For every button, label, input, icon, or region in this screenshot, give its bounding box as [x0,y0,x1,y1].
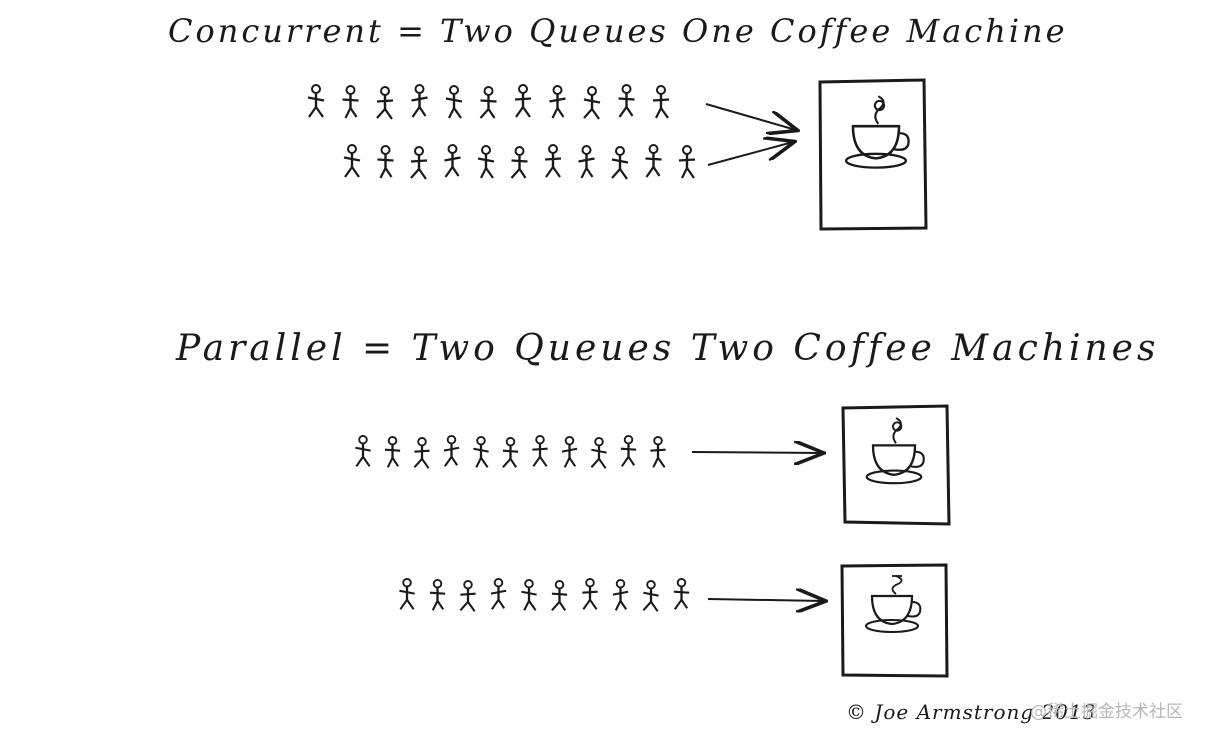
person-icon [590,436,607,469]
arrow-icon [691,452,822,453]
person-icon [532,434,548,467]
person-icon [355,434,371,467]
person-icon [652,85,670,119]
parallel-title: Parallel = Two Queues Two Coffee Machine… [176,328,1160,369]
person-icon [479,86,497,119]
person-icon [549,85,566,119]
person-icon [611,146,629,180]
person-icon [650,435,666,468]
person-icon [620,434,637,467]
person-icon [544,144,562,178]
person-icon [502,436,519,469]
coffee-cup-icon [844,95,910,169]
person-icon [377,145,394,179]
queue-parallel-top [355,434,666,469]
coffee-cup-icon [865,417,925,485]
person-icon [444,144,461,178]
person-icon [645,144,662,178]
arrow-icon [705,103,796,130]
person-icon [443,434,460,467]
arrow-icon [707,142,793,166]
person-icon [473,435,489,468]
queue-concurrent-bottom [343,144,696,180]
person-icon [510,146,528,179]
person-icon [411,84,428,118]
person-icon [413,436,430,469]
watermark-text: @稀土掘金技术社区 [1030,702,1183,722]
person-icon [399,577,415,610]
person-icon [459,579,476,612]
person-icon [521,578,537,611]
person-icon [384,435,401,468]
person-icon [612,578,629,611]
person-icon [342,85,359,119]
person-icon [429,578,446,611]
credit-text: © Joe Armstrong 2013 [846,700,1097,724]
queue-concurrent-top [307,84,670,120]
person-icon [343,144,361,178]
arrow-icon [707,599,824,601]
person-icon [514,84,532,118]
person-icon [477,145,495,179]
person-icon [582,577,598,610]
person-icon [376,86,394,120]
person-icon [678,145,696,179]
queue-parallel-bottom [399,577,690,612]
person-icon [618,84,635,118]
person-icon [561,435,578,468]
person-icon [410,146,428,180]
concurrent-title: Concurrent = Two Queues One Coffee Machi… [168,12,1068,50]
person-icon [583,86,601,120]
coffee-machine-concurrent [818,78,928,231]
person-icon [578,145,595,179]
coffee-machine-parallel-2 [840,563,949,678]
person-icon [551,579,568,612]
person-icon [307,84,325,118]
coffee-cup-icon [865,575,922,633]
person-icon [490,577,507,610]
person-icon [673,577,690,610]
person-icon [642,579,659,612]
person-icon [445,85,463,119]
coffee-machine-parallel-1 [841,404,951,526]
